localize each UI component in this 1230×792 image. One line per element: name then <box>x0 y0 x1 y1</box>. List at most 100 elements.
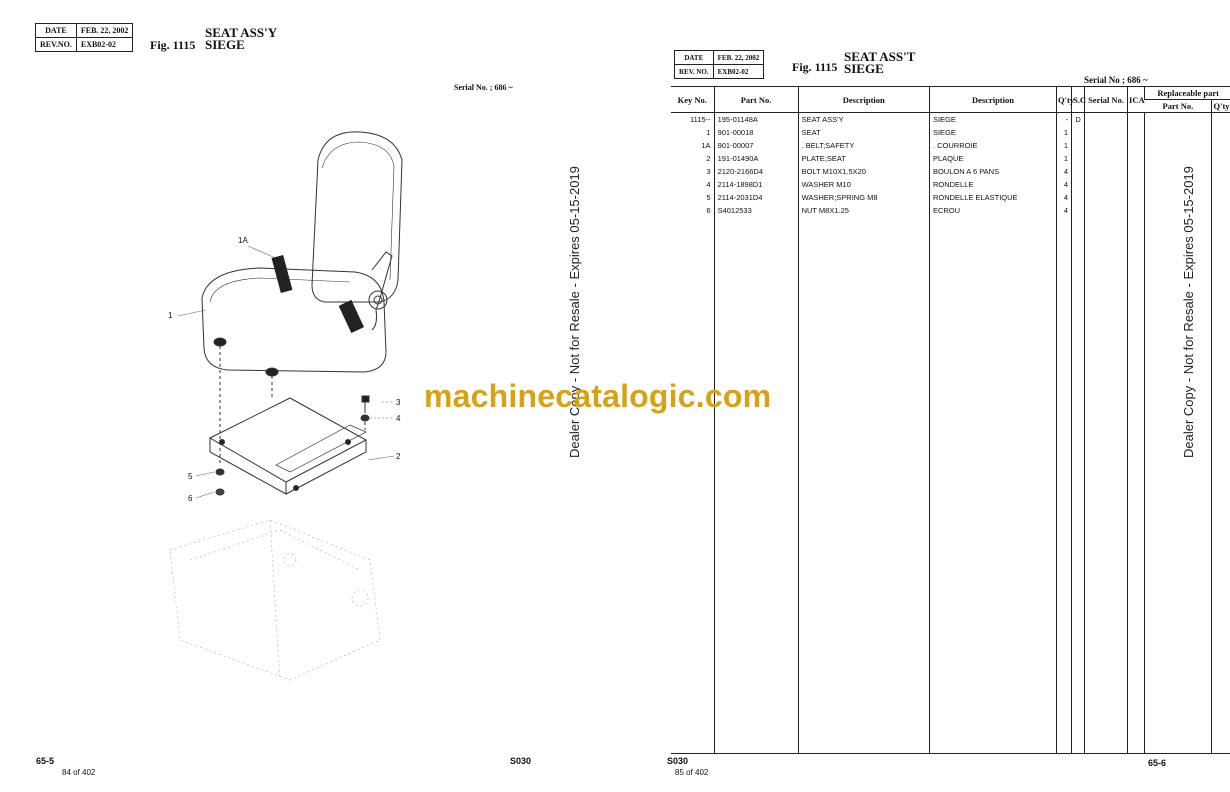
seat-plate <box>208 397 368 483</box>
empty-cell <box>1211 204 1230 217</box>
col-rep-part-no: Part No. <box>1144 99 1212 113</box>
empty-cell <box>1083 165 1128 178</box>
empty-cell <box>1083 204 1128 217</box>
part-number: 2114-2031D4 <box>713 191 799 204</box>
serial-range: Serial No ; 686 ~ <box>1084 75 1148 85</box>
part-description-fr: . COURROIE <box>928 139 1057 152</box>
part-description-fr: BOULON A 6 PANS <box>928 165 1057 178</box>
part-number: 901-00018 <box>713 126 799 139</box>
empty-cell <box>1127 204 1145 217</box>
figure-label: Fig. 1115 <box>150 38 196 52</box>
rev-value: EXB02-02 <box>75 37 134 52</box>
col-rep-qty: Q'ty <box>1211 99 1230 113</box>
seat-exploded-diagram: 1A 1 3 4 2 5 6 <box>168 131 403 681</box>
empty-cell <box>1083 139 1128 152</box>
col-ica: ICA <box>1127 86 1145 113</box>
empty-cell <box>1144 191 1212 204</box>
empty-cell <box>1127 112 1145 126</box>
empty-cell <box>928 217 1057 754</box>
empty-cell <box>797 217 930 754</box>
part-qty: 4 <box>1055 178 1072 191</box>
title-line-2: SIEGE <box>844 61 884 76</box>
part-description-en: WASHER M10 <box>797 178 930 191</box>
title-line-1: SEAT ASS'Y <box>205 25 278 40</box>
col-sc: S.C <box>1071 86 1086 113</box>
part-key: 1A <box>701 141 711 150</box>
empty-cell <box>1071 217 1085 754</box>
col-key-no: Key No. <box>671 86 715 113</box>
col-replaceable-part: Replaceable part <box>1144 86 1230 100</box>
part-sc <box>1071 178 1085 191</box>
part-qty: - <box>1055 112 1072 126</box>
part-description-fr: RONDELLE <box>928 178 1057 191</box>
empty-cell <box>1083 217 1128 754</box>
part-qty: 1 <box>1055 139 1072 152</box>
empty-cell <box>1211 152 1230 165</box>
cushion-outline <box>201 267 387 373</box>
empty-cell <box>1144 165 1212 178</box>
part-description-en: BOLT M10X1.5X20 <box>797 165 930 178</box>
part-description-fr: RONDELLE ELASTIQUE <box>928 191 1057 204</box>
empty-cell <box>1127 217 1145 754</box>
empty-cell <box>1127 191 1145 204</box>
section-code: S030 <box>510 756 532 766</box>
part-qty: 4 <box>1055 191 1072 204</box>
part-sc <box>1071 165 1085 178</box>
part-description-en: . BELT;SAFETY <box>797 139 930 152</box>
figure-title: SEAT ASS'T SIEGE <box>844 50 915 76</box>
page-count: 85 of 402 <box>675 768 709 777</box>
part-key: 1115-- <box>689 115 711 124</box>
recline-knob <box>368 290 388 310</box>
part-key: 1 <box>706 128 711 137</box>
safety-belt <box>271 255 293 293</box>
table-filler-row <box>671 217 1230 754</box>
part-description-fr: PLAQUE <box>928 152 1057 165</box>
part-key: 2 <box>706 154 711 163</box>
part-number: S4012533 <box>713 204 799 217</box>
empty-cell <box>1211 139 1230 152</box>
part-key: 3 <box>706 167 711 176</box>
empty-cell <box>1127 178 1145 191</box>
part-number: 901-00007 <box>713 139 799 152</box>
section-code: S030 <box>667 756 689 766</box>
part-description-fr: SIEGE <box>928 112 1057 126</box>
page-code: 65-5 <box>36 756 55 766</box>
empty-cell <box>1144 112 1212 126</box>
date-label: DATE <box>674 50 714 65</box>
figure-label: Fig. 1115 <box>792 60 838 74</box>
part-sc <box>1071 152 1085 165</box>
empty-cell <box>1144 204 1212 217</box>
revision-box: DATE FEB. 22, 2002 REV.NO. EXB02-02 <box>35 23 134 52</box>
empty-cell <box>1144 139 1212 152</box>
date-value: FEB. 22, 2002 <box>75 23 134 38</box>
empty-cell <box>1055 217 1072 754</box>
title-line-2: SIEGE <box>205 37 245 52</box>
rev-label: REV. NO. <box>674 64 714 79</box>
serial-range: Serial No. ; 686 ~ <box>454 83 513 92</box>
part-qty: 1 <box>1055 152 1072 165</box>
empty-cell <box>1144 152 1212 165</box>
empty-cell <box>1127 139 1145 152</box>
col-description-en: Description <box>797 86 930 113</box>
left-page: DATE FEB. 22, 2002 REV.NO. EXB02-02 Fig.… <box>35 23 532 777</box>
rev-label: REV.NO. <box>35 37 77 52</box>
rev-value: EXB02-02 <box>712 64 765 79</box>
part-key: 6 <box>706 206 711 215</box>
figure-title: SEAT ASS'Y SIEGE <box>205 25 278 52</box>
empty-cell <box>671 217 715 754</box>
part-description-en: PLATE;SEAT <box>797 152 930 165</box>
part-description-fr: ECROU <box>928 204 1057 217</box>
col-serial-no: Serial No. <box>1083 86 1128 113</box>
col-description-fr: Description <box>928 86 1057 113</box>
part-sc <box>1071 139 1085 152</box>
callout-5: 5 <box>188 472 193 481</box>
empty-cell <box>1211 165 1230 178</box>
part-sc <box>1071 126 1085 139</box>
